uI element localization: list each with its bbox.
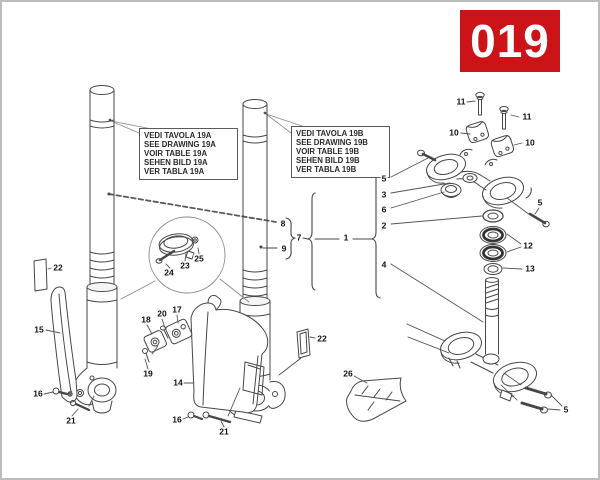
part-callout-21: 21 xyxy=(218,426,230,437)
part-callout-1: 1 xyxy=(342,232,350,243)
part-callout-5: 5 xyxy=(562,404,570,415)
part-callout-24: 24 xyxy=(163,267,175,278)
note-line: VEDI TAVOLA 19A xyxy=(144,131,212,140)
left-fork-guard xyxy=(50,286,78,403)
part-callout-9: 9 xyxy=(280,243,288,254)
top-triple-clamp xyxy=(417,91,550,228)
note-line: VER TABLA 19A xyxy=(144,166,205,176)
note-box-19b[interactable]: VEDI TAVOLA 19B SEE DRAWING 19B VOIR TAB… xyxy=(291,126,390,178)
sticker-22-left xyxy=(33,258,48,292)
part-callout-4: 4 xyxy=(380,259,388,270)
part-callout-13: 13 xyxy=(524,263,536,274)
part-callout-23: 23 xyxy=(179,260,191,271)
part-callout-7: 7 xyxy=(295,232,303,243)
part-callout-2: 2 xyxy=(380,220,388,231)
bottom-triple-clamp xyxy=(406,323,552,414)
part-callout-15: 15 xyxy=(33,324,45,335)
grouping-braces xyxy=(285,170,381,299)
part-callout-18: 18 xyxy=(140,314,152,325)
sticker-22-right xyxy=(278,328,311,376)
note-line: VOIR TABLE 19B xyxy=(296,146,360,156)
part-callout-19: 19 xyxy=(142,368,154,379)
part-callout-10: 10 xyxy=(448,127,460,138)
part-callout-26: 26 xyxy=(342,368,354,379)
note-line: SEE DRAWING 19A xyxy=(144,139,216,149)
note-pointer-wedges xyxy=(108,111,306,134)
part-callout-16: 16 xyxy=(171,414,183,425)
part-callout-20: 20 xyxy=(156,308,168,319)
part-callout-25: 25 xyxy=(193,253,205,264)
part-callout-14: 14 xyxy=(172,377,184,388)
adhesive-sheet-26 xyxy=(346,377,407,422)
part-callout-6: 6 xyxy=(380,204,388,215)
right-fork-guard xyxy=(190,294,269,414)
part-callout-5: 5 xyxy=(536,197,544,208)
plate-number: 019 xyxy=(470,15,550,67)
part-callout-11: 11 xyxy=(455,96,467,107)
part-callout-22: 22 xyxy=(52,262,64,273)
part-callout-8: 8 xyxy=(279,218,287,229)
part-callout-10: 10 xyxy=(524,137,536,148)
left-fork-leg xyxy=(72,85,118,414)
plate-number-badge: 019 xyxy=(460,10,560,72)
marker-lines-8-9 xyxy=(107,192,278,249)
leader-lines xyxy=(43,100,563,428)
note-line: VER TABLA 19B xyxy=(296,164,357,174)
note-line: SEHEN BILD 19B xyxy=(296,155,360,165)
note-line: VOIR TABLE 19A xyxy=(144,148,208,158)
part-callout-12: 12 xyxy=(522,240,534,251)
part-callout-16: 16 xyxy=(32,388,44,399)
part-callout-21: 21 xyxy=(65,415,77,426)
note-box-19a[interactable]: VEDI TAVOLA 19A SEE DRAWING 19A VOIR TAB… xyxy=(139,128,238,180)
note-line: SEHEN BILD 19A xyxy=(144,157,208,167)
note-line: SEE DRAWING 19B xyxy=(296,137,368,147)
part-callout-22: 22 xyxy=(316,333,328,344)
steering-stack xyxy=(440,183,507,355)
part-callout-3: 3 xyxy=(380,189,388,200)
guard-clamp-parts xyxy=(142,318,193,363)
part-callout-5: 5 xyxy=(380,173,388,184)
part-callout-17: 17 xyxy=(171,304,183,315)
note-line: VEDI TAVOLA 19B xyxy=(296,129,364,138)
fastener-bolts xyxy=(52,387,232,424)
part-callout-11: 11 xyxy=(521,111,533,122)
